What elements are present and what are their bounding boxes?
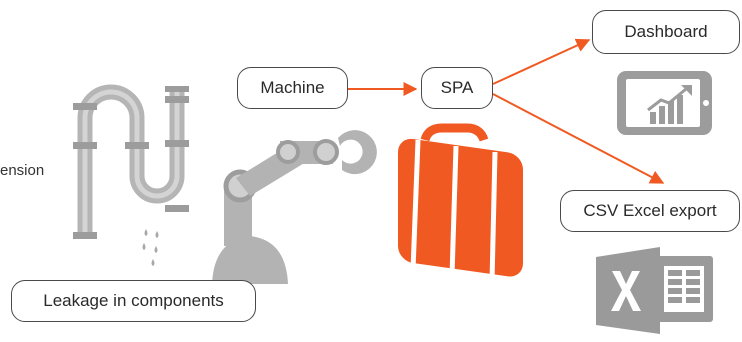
node-leakage: Leakage in components (11, 280, 256, 322)
node-dashboard: Dashboard (592, 10, 740, 54)
node-spa: SPA (421, 67, 493, 109)
water-drops-icon (142, 229, 159, 266)
arrow-spa-to-dashboard (492, 38, 591, 85)
leaking-pipe-icon (73, 84, 189, 239)
arrow-spa-to-csv (492, 93, 665, 184)
node-machine: Machine (237, 67, 348, 109)
cut-off-label: ension (0, 162, 45, 179)
suitcase-icon (398, 123, 523, 283)
tablet-chart-icon (617, 71, 712, 135)
node-csv-export: CSV Excel export (560, 190, 740, 232)
excel-icon (596, 247, 713, 334)
robotic-arm-icon (212, 130, 377, 284)
